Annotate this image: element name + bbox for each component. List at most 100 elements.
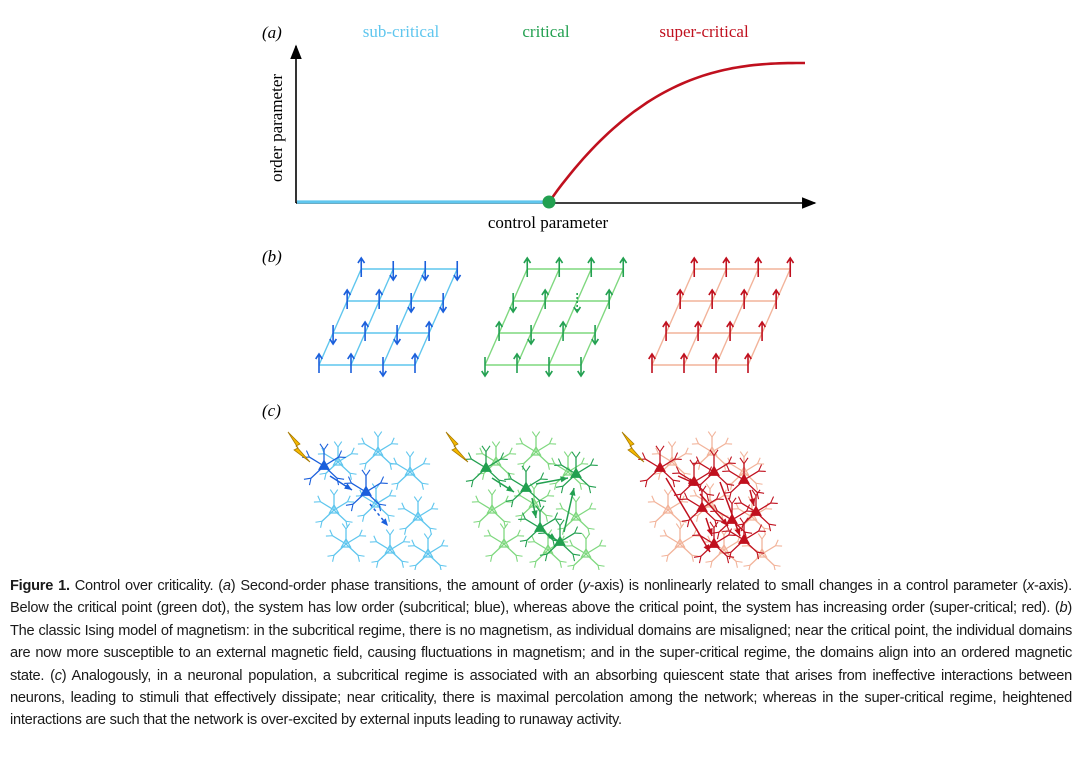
neuron-soma-icon — [332, 455, 344, 466]
dendrite-branch — [740, 524, 744, 532]
critical-label: critical — [522, 22, 569, 41]
dendrite-branch — [707, 535, 712, 542]
spin-up-icon — [375, 288, 384, 296]
dendrite-branch — [761, 533, 767, 540]
dendrite-branch — [329, 529, 334, 536]
dendrite-branch — [319, 472, 327, 475]
dendrite-branch — [404, 528, 407, 535]
neuron-soma-icon — [530, 445, 542, 456]
neuron-soma-icon — [372, 445, 384, 456]
dendrite-branch — [695, 456, 700, 464]
caption-segment: -axis). Below the critical point (green … — [10, 578, 1072, 617]
dendrite-branch — [429, 527, 437, 530]
spin-up-icon — [694, 320, 703, 328]
dendrite-branch — [572, 553, 581, 556]
dendrite-branch — [378, 503, 387, 506]
dendrite-branch — [333, 489, 339, 496]
dendrite-branch — [684, 447, 689, 454]
signal-arrow — [665, 477, 711, 553]
dendrite-branch — [545, 515, 548, 522]
lattice-line — [683, 268, 727, 366]
dendrite-branch — [758, 524, 763, 532]
dendrite-branch — [571, 496, 577, 503]
dendrite-branch — [377, 431, 383, 438]
dendrite-branch — [728, 552, 732, 560]
dendrite-branch — [345, 523, 351, 530]
dendrite — [699, 451, 713, 464]
neuron-soma-icon — [570, 467, 582, 478]
dendrite — [575, 516, 589, 529]
dendrite-branch — [559, 502, 564, 509]
dendrite-branch — [661, 554, 669, 557]
ising-lattice-subcritical — [315, 256, 462, 378]
dendrite — [333, 509, 347, 522]
dendrite-branch — [349, 472, 357, 475]
dendrite-branch — [686, 520, 690, 528]
dendrite-branch — [423, 533, 429, 540]
dendrite-branch — [698, 484, 702, 492]
arrowhead-icon — [548, 533, 556, 540]
arrowhead-icon — [688, 478, 696, 484]
super-critical-label: super-critical — [659, 22, 749, 41]
lattice-line — [715, 268, 759, 366]
arrowhead-icon — [734, 528, 741, 536]
dendrite-branch — [743, 457, 749, 465]
dendrite-branch — [440, 539, 445, 546]
dendrite-branch — [320, 521, 323, 528]
dendrite-branch — [671, 441, 677, 448]
lattice-line — [414, 268, 458, 366]
dendrite-branch — [770, 496, 775, 504]
dendrite-branch — [341, 523, 347, 530]
dendrite-branch — [557, 458, 562, 466]
dendrite-branch — [737, 496, 742, 504]
dendrite-branch — [743, 451, 749, 458]
neuron-soma-icon — [750, 505, 762, 516]
dendrite-branch — [723, 551, 732, 554]
dendrite-branch — [572, 554, 576, 562]
dendrite — [761, 553, 775, 566]
dendrite-branch — [743, 564, 751, 567]
dendrite-branch — [361, 437, 366, 444]
dendrite-branch — [673, 493, 682, 496]
dendrite-branch — [714, 520, 718, 528]
dendrite-branch — [345, 503, 354, 506]
dendrite — [491, 509, 505, 522]
dendrite-branch — [711, 431, 717, 438]
dendrite-branch — [575, 451, 581, 459]
dendrite-branch — [546, 489, 551, 496]
dendrite — [415, 553, 429, 566]
neuron-soma-icon — [662, 503, 674, 514]
spin-down-icon — [573, 306, 582, 314]
dendrite-branch — [756, 552, 760, 560]
caption-segment: c — [54, 667, 62, 684]
dendrite — [363, 503, 377, 516]
arrowhead-icon — [569, 488, 576, 496]
signal-arrow — [719, 481, 741, 537]
signal-arrow — [369, 503, 389, 527]
neuron-soma-icon — [520, 481, 532, 492]
dendrite-branch — [713, 521, 719, 529]
dendrite-branch — [503, 523, 509, 530]
neuron-soma-icon — [696, 501, 708, 512]
dendrite-branch — [308, 478, 312, 486]
dendrite-branch — [539, 553, 548, 556]
lightning-bolt-icon — [445, 431, 469, 463]
lattice-line — [382, 268, 426, 366]
dendrite-branch — [639, 479, 648, 482]
dendrite-branch — [727, 497, 733, 505]
dendrite-branch — [517, 489, 522, 496]
dendrite — [521, 503, 535, 516]
dendrite-branch — [540, 472, 545, 480]
dendrite — [495, 461, 509, 474]
dendrite-branch — [315, 520, 323, 523]
dendrite-branch — [485, 445, 491, 453]
dendrite-branch — [515, 514, 523, 517]
dendrite-branch — [531, 431, 537, 438]
dendrite-branch — [345, 520, 353, 523]
dendrite-branch — [728, 492, 732, 500]
dendrite-branch — [529, 560, 537, 563]
dendrite-branch — [560, 486, 564, 494]
dendrite — [573, 553, 587, 566]
dendrite-branch — [689, 459, 695, 467]
dendrite-branch — [359, 462, 367, 465]
